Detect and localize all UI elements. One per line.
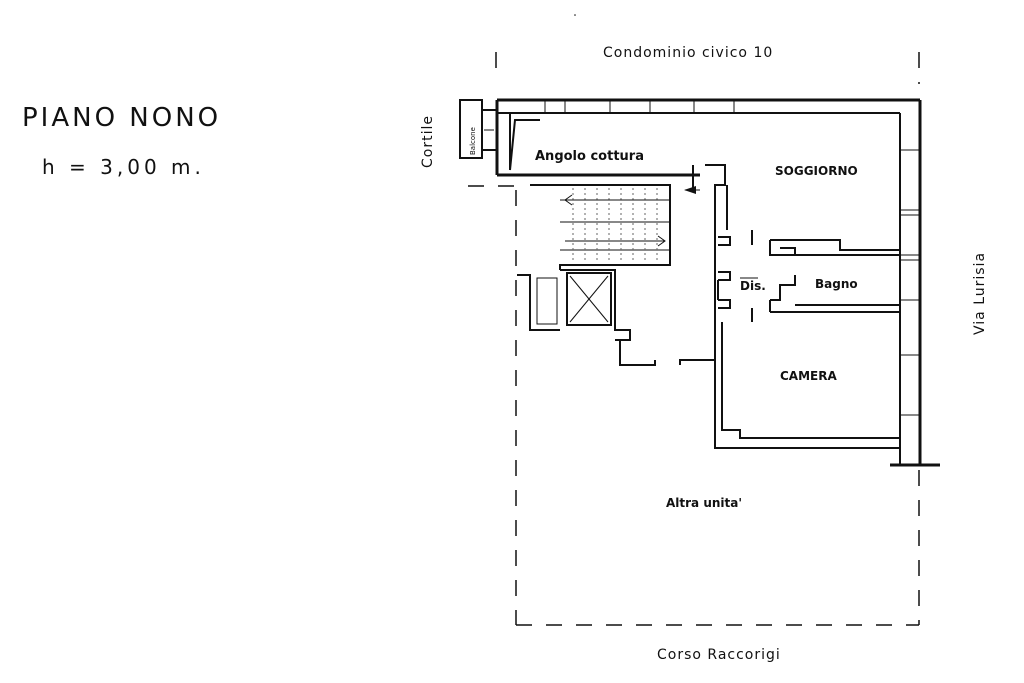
- label-right-street: Via Lurisia: [972, 252, 988, 335]
- elevator-shaft: [536, 272, 612, 326]
- label-bottom-street: Corso Raccorigi: [657, 647, 781, 663]
- floor-title: PIANO NONO: [22, 103, 221, 133]
- balcony-label: Balcone: [469, 127, 477, 155]
- kitchen-partitions: [509, 119, 700, 194]
- room-bathroom-label: Bagno: [815, 277, 858, 291]
- room-hall-label: Dis.: [740, 279, 766, 293]
- label-left-cortile: Cortile: [420, 115, 436, 168]
- floor-height: h = 3,00 m.: [42, 155, 205, 179]
- label-top-condominio: Condominio civico 10: [603, 45, 773, 61]
- room-living-label: SOGGIORNO: [775, 164, 858, 178]
- balcony: Balcone: [459, 99, 497, 159]
- room-bedroom-label: CAMERA: [780, 369, 837, 383]
- room-kitchen-label: Angolo cottura: [535, 149, 644, 164]
- property-boundary: [468, 52, 920, 626]
- inner-partitions: [714, 185, 900, 449]
- stair-core: [517, 164, 726, 366]
- outer-walls: [495, 98, 940, 467]
- other-unit-label: Altra unita': [666, 496, 742, 510]
